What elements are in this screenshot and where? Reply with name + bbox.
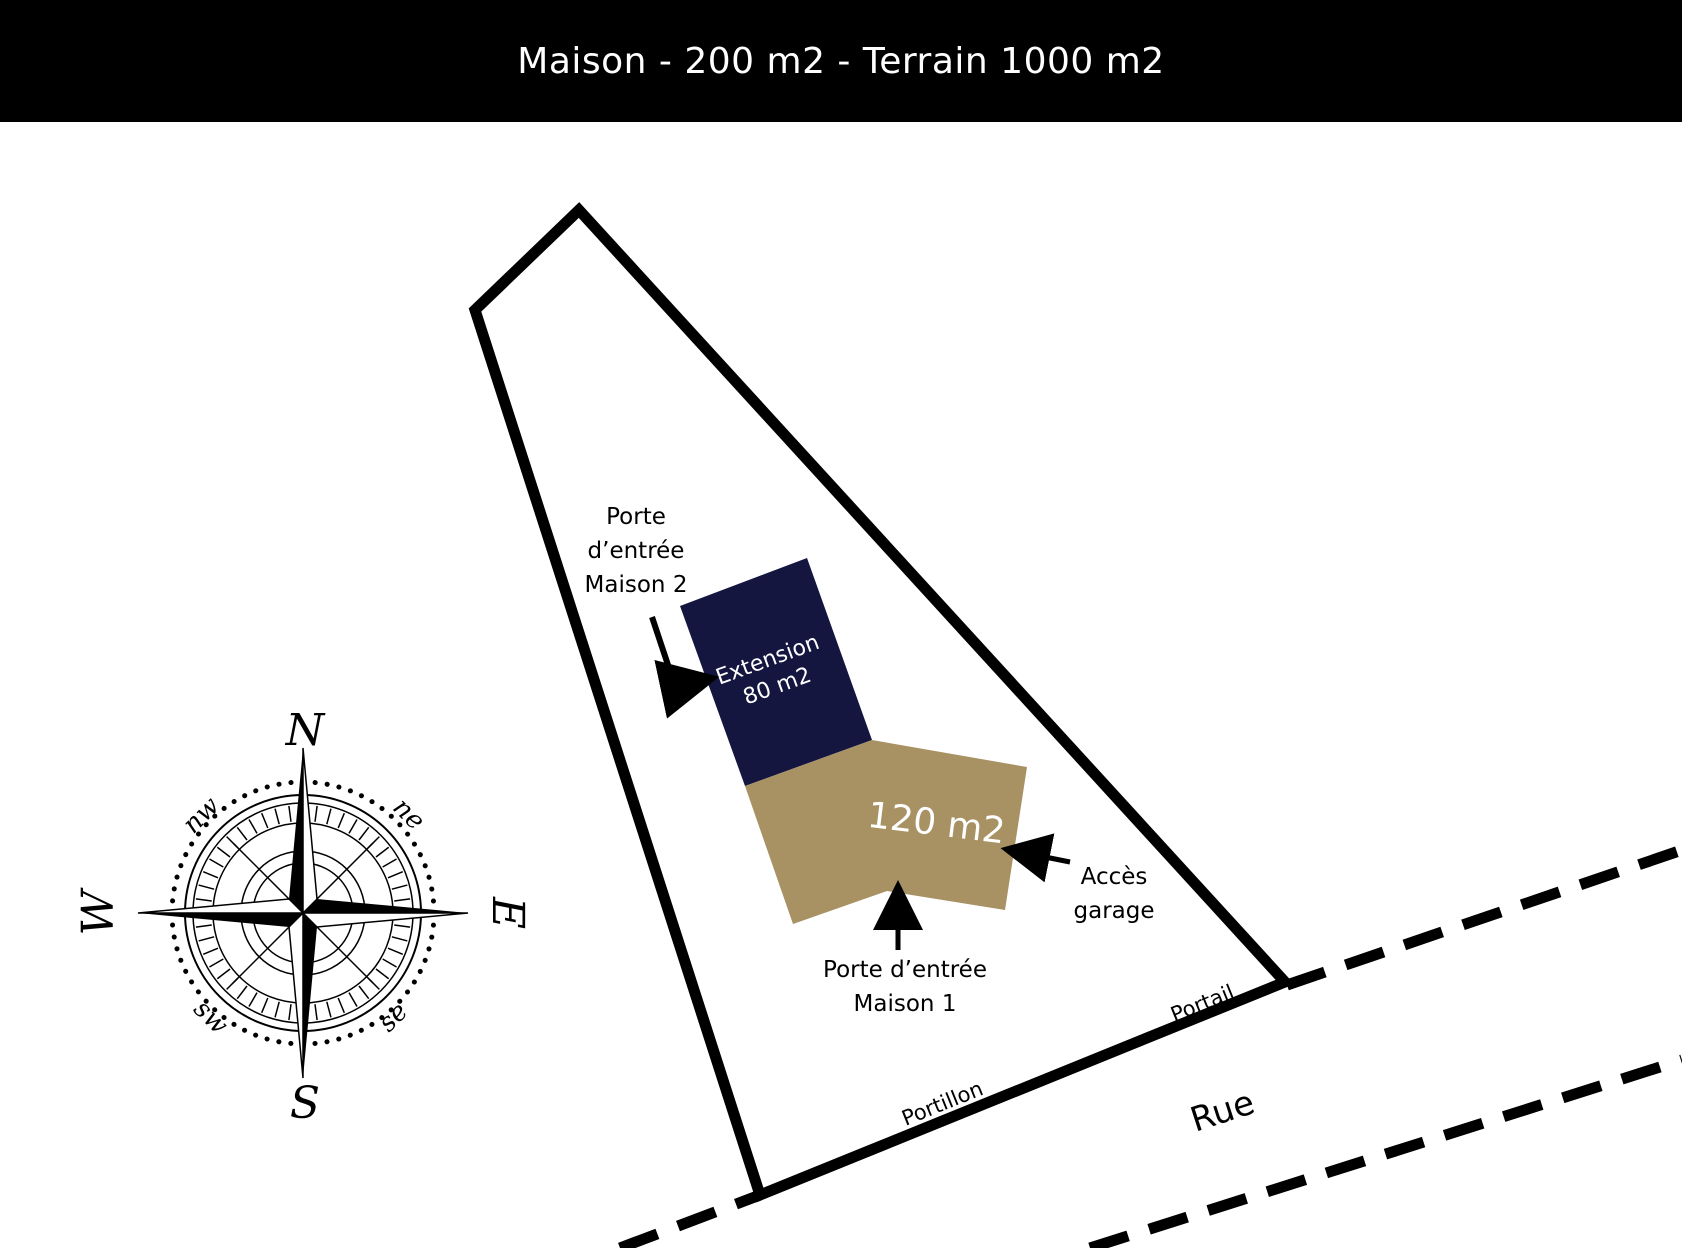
compass-tick — [198, 884, 215, 890]
compass-tick — [216, 846, 231, 858]
compass-tick — [209, 958, 224, 968]
compass-tick — [391, 936, 408, 942]
compass-tick — [288, 1004, 292, 1021]
compass-tick — [198, 936, 215, 942]
compass-tick — [248, 992, 258, 1007]
compass-tick — [358, 985, 370, 1000]
compass-tick — [274, 1001, 280, 1018]
extension-building — [680, 558, 872, 786]
compass-tick — [260, 997, 269, 1014]
plot-boundary — [468, 202, 1295, 1203]
page-title: Maison - 200 m2 - Terrain 1000 m2 — [517, 40, 1165, 82]
compass-tick — [337, 997, 346, 1014]
label-rue: Rue — [1186, 1083, 1260, 1141]
compass-tick — [248, 819, 258, 834]
compass-tick — [382, 858, 397, 868]
compass-tick — [274, 808, 280, 825]
compass-tick — [202, 870, 219, 879]
street-line-lower — [1088, 1054, 1682, 1248]
main-house — [745, 740, 1027, 924]
label-porte-maison2-line1: Porte — [606, 504, 666, 530]
compass-tick — [209, 858, 224, 868]
compass-tick — [288, 805, 292, 822]
label-acces-garage-line1: Accès — [1081, 864, 1148, 890]
compass-tick — [358, 826, 370, 841]
compass-label-s: S — [290, 1078, 320, 1129]
compass-tick — [314, 805, 318, 822]
compass-tick — [326, 808, 332, 825]
arrow-porte-maison2 — [649, 616, 720, 719]
compass-tick — [236, 826, 248, 841]
label-porte-maison2: Porte d’entrée Maison 2 — [585, 504, 688, 598]
compass-tick — [387, 870, 404, 879]
compass-cardinal-points — [137, 747, 469, 1079]
compass-tick — [387, 947, 404, 956]
compass-tick — [348, 992, 358, 1007]
compass-rose-icon: N S E W ne nw se sw — [73, 705, 533, 1129]
street-line-upper — [1285, 844, 1682, 991]
compass-tick — [195, 924, 212, 928]
compass-tick — [394, 924, 411, 928]
compass-tick — [375, 846, 390, 858]
compass-tick — [348, 819, 358, 834]
arrow-acces-garage — [1000, 833, 1071, 883]
label-acces-garage-line2: garage — [1074, 898, 1155, 924]
compass-tick — [216, 968, 231, 980]
compass-tick — [391, 884, 408, 890]
compass-label-nw: nw — [177, 791, 226, 840]
label-porte-maison1-line1: Porte d’entrée — [823, 957, 987, 983]
label-porte-maison1: Porte d’entrée Maison 1 — [823, 957, 987, 1017]
compass-tick — [314, 1004, 318, 1021]
compass-tick — [382, 958, 397, 968]
compass-tick — [202, 947, 219, 956]
compass-tick — [260, 812, 269, 829]
header-bar: Maison - 200 m2 - Terrain 1000 m2 — [0, 0, 1682, 122]
label-porte-maison1-line2: Maison 1 — [854, 991, 957, 1017]
compass-label-w: W — [73, 887, 124, 936]
street-line-left — [618, 1189, 762, 1248]
compass-label-ne: ne — [387, 792, 431, 836]
compass-tick — [236, 985, 248, 1000]
compass-label-n: N — [285, 705, 326, 756]
compass-tick — [337, 812, 346, 829]
label-acces-garage: Accès garage — [1074, 864, 1155, 924]
compass-label-sw: sw — [187, 994, 233, 1040]
compass-tick — [375, 968, 390, 980]
compass-label-e: E — [482, 896, 533, 929]
label-porte-maison2-line2: d’entrée — [588, 538, 685, 564]
label-porte-maison2-line3: Maison 2 — [585, 572, 688, 598]
compass-tick — [195, 898, 212, 902]
compass-tick — [394, 898, 411, 902]
compass-tick — [326, 1001, 332, 1018]
